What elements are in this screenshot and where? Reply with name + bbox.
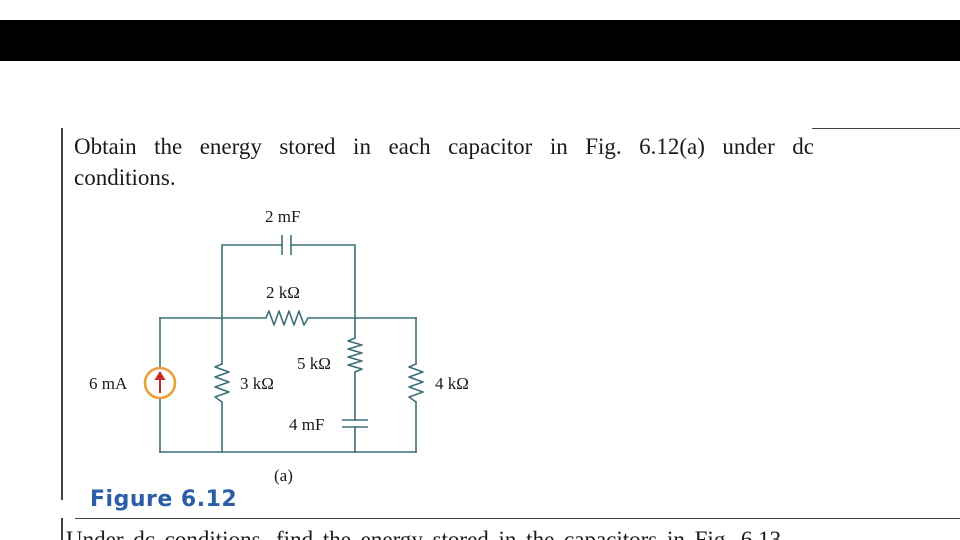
- label-2k: 2 kΩ: [266, 283, 300, 302]
- figure-sublabel: (a): [274, 466, 293, 485]
- resistor-4k: [408, 363, 424, 403]
- label-4k: 4 kΩ: [435, 374, 469, 393]
- frame-left-border: [61, 128, 63, 500]
- wire-cap-left: [221, 244, 283, 319]
- problem-statement: Obtain the energy stored in each capacit…: [74, 134, 814, 190]
- label-2mf: 2 mF: [265, 207, 300, 226]
- label-5k: 5 kΩ: [297, 354, 331, 373]
- wire-cap-right: [290, 244, 356, 319]
- current-source-icon: [143, 366, 177, 400]
- frame-bottom-left-border: [61, 518, 63, 540]
- figure-caption: Figure 6.12: [90, 487, 238, 512]
- resistor-3k: [214, 363, 230, 403]
- next-problem-statement: Under dc conditions, find the energy sto…: [66, 527, 787, 540]
- label-4mf: 4 mF: [289, 415, 324, 434]
- circuit-wires: [159, 244, 417, 453]
- resistor-5k: [347, 337, 363, 373]
- resistor-2k: [265, 310, 309, 326]
- frame-bottom-border: [75, 518, 960, 519]
- label-3k: 3 kΩ: [240, 374, 274, 393]
- circuit-components: [214, 235, 424, 428]
- label-source: 6 mA: [89, 374, 128, 393]
- top-black-bar: [0, 20, 960, 61]
- frame-top-border: [812, 128, 960, 129]
